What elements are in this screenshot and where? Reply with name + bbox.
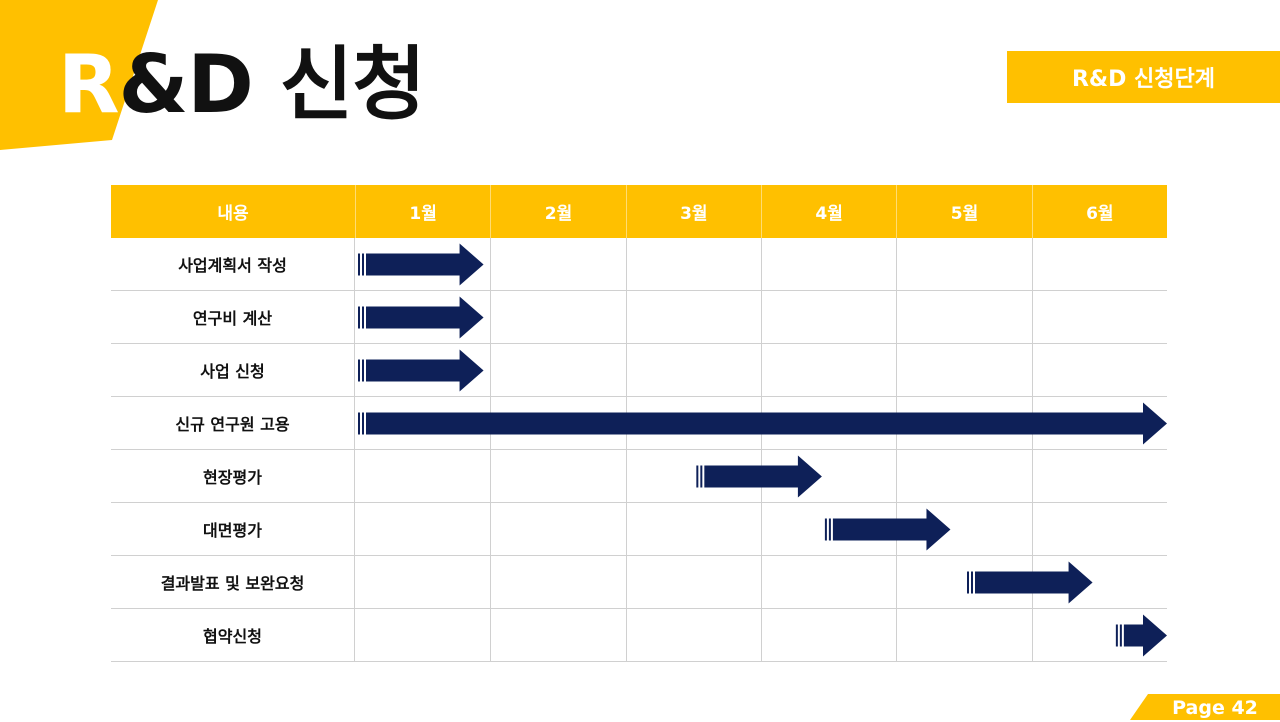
- month-cell: [355, 609, 490, 661]
- gantt-row: 연구비 계산: [111, 291, 1167, 344]
- month-cell: [625, 291, 761, 343]
- month-cell: [1031, 291, 1167, 343]
- month-cell: [490, 344, 625, 396]
- month-cell: [760, 556, 896, 608]
- task-label: 연구비 계산: [111, 291, 355, 343]
- header-month: 5월: [896, 185, 1031, 238]
- month-cell: [896, 238, 1031, 290]
- month-cell: [625, 397, 761, 449]
- month-cell: [490, 397, 625, 449]
- gantt-row: 대면평가: [111, 503, 1167, 556]
- task-label: 사업 신청: [111, 344, 355, 396]
- month-cell: [1031, 450, 1167, 502]
- task-label: 사업계획서 작성: [111, 238, 355, 290]
- month-cell: [896, 503, 1031, 555]
- month-cell: [896, 397, 1031, 449]
- month-cell: [355, 344, 490, 396]
- month-cell: [760, 291, 896, 343]
- month-cell: [355, 556, 490, 608]
- gantt-row: 협약신청: [111, 609, 1167, 662]
- header-month: 2월: [490, 185, 625, 238]
- month-cell: [896, 556, 1031, 608]
- task-label: 현장평가: [111, 450, 355, 502]
- month-cell: [896, 291, 1031, 343]
- month-cell: [896, 450, 1031, 502]
- footer-tab: [1130, 694, 1280, 720]
- month-cell: [490, 291, 625, 343]
- month-cell: [760, 450, 896, 502]
- month-cell: [355, 238, 490, 290]
- header-month: 1월: [355, 185, 490, 238]
- month-cell: [1031, 397, 1167, 449]
- month-cell: [896, 344, 1031, 396]
- page-number: Page 42: [1172, 697, 1258, 719]
- task-label: 신규 연구원 고용: [111, 397, 355, 449]
- task-label: 결과발표 및 보완요청: [111, 556, 355, 608]
- month-cell: [760, 503, 896, 555]
- task-label: 협약신청: [111, 609, 355, 661]
- month-cell: [760, 609, 896, 661]
- month-cell: [625, 450, 761, 502]
- month-cell: [625, 503, 761, 555]
- month-cell: [355, 503, 490, 555]
- gantt-row: 사업 신청: [111, 344, 1167, 397]
- header-content: 내용: [217, 204, 249, 224]
- month-cell: [1031, 344, 1167, 396]
- month-cell: [490, 609, 625, 661]
- month-cell: [1031, 503, 1167, 555]
- month-cell: [625, 238, 761, 290]
- gantt-row: 사업계획서 작성: [111, 238, 1167, 291]
- title-text: &D 신청: [118, 38, 426, 131]
- month-cell: [625, 556, 761, 608]
- gantt-row: 신규 연구원 고용: [111, 397, 1167, 450]
- section-badge: R&D 신청단계: [1007, 51, 1280, 103]
- month-cell: [490, 238, 625, 290]
- month-cell: [490, 556, 625, 608]
- month-cell: [896, 609, 1031, 661]
- month-cell: [760, 397, 896, 449]
- month-cell: [355, 291, 490, 343]
- page-title: R&D 신청: [58, 30, 426, 140]
- month-cell: [355, 397, 490, 449]
- month-cell: [625, 609, 761, 661]
- title-initial: R: [58, 38, 120, 131]
- header-month: 6월: [1031, 185, 1167, 238]
- month-cell: [760, 344, 896, 396]
- task-label: 대면평가: [111, 503, 355, 555]
- month-cell: [760, 238, 896, 290]
- gantt-row: 결과발표 및 보완요청: [111, 556, 1167, 609]
- month-cell: [625, 344, 761, 396]
- header-month: 4월: [760, 185, 896, 238]
- month-cell: [1031, 609, 1167, 661]
- month-cell: [490, 450, 625, 502]
- month-cell: [355, 450, 490, 502]
- corner-accent-shape: [0, 0, 158, 150]
- month-cell: [490, 503, 625, 555]
- month-cell: [1031, 556, 1167, 608]
- gantt-row: 현장평가: [111, 450, 1167, 503]
- header-month: 3월: [625, 185, 761, 238]
- month-cell: [1031, 238, 1167, 290]
- gantt-header-row: 내용 1월 2월 3월 4월 5월 6월: [111, 185, 1167, 238]
